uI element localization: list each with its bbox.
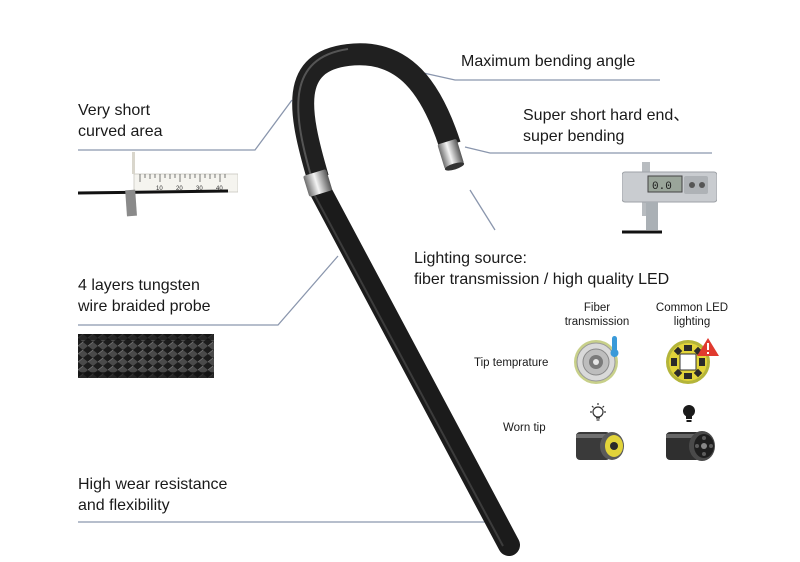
leader-line-super-short xyxy=(464,146,712,154)
callout-wear-line1: High wear resistance xyxy=(78,476,228,493)
column-header-led-line1: Common LED xyxy=(655,302,729,314)
callout-super-short-line2: super bending xyxy=(523,128,625,145)
ruler-photo: 10 20 30 40 xyxy=(77,152,239,224)
column-header-fiber-line1: Fiber xyxy=(583,302,611,314)
leader-line-lighting xyxy=(469,189,496,231)
fiber-tip-temperature-icon xyxy=(572,334,624,386)
caliper-reading: 0.0 xyxy=(652,181,672,193)
caliper-photo: 0.0 xyxy=(621,160,718,238)
callout-tungsten-line1: 4 layers tungsten xyxy=(78,277,200,294)
callout-super-short-line1: Super short hard end、 xyxy=(523,107,690,124)
row-label-worn-tip: Worn tip xyxy=(503,422,546,434)
callout-lighting-line2: fiber transmission / high quality LED xyxy=(414,271,670,288)
braided-probe-photo xyxy=(78,334,214,378)
callout-max-bending: Maximum bending angle xyxy=(461,53,636,70)
row-label-tip-temp: Tip temprature xyxy=(474,357,549,369)
flexible-bend-section xyxy=(292,43,461,182)
ruler-tick-20: 20 xyxy=(176,186,183,192)
led-worn-tip-photo xyxy=(664,426,720,466)
lightbulb-off-icon xyxy=(681,404,697,424)
column-header-fiber-line2: transmission xyxy=(564,316,630,328)
lightbulb-on-icon xyxy=(588,402,608,424)
callout-tungsten-line2: wire braided probe xyxy=(78,298,211,315)
callout-very-short-line2: curved area xyxy=(78,123,163,140)
callout-wear-line2: and flexibility xyxy=(78,497,170,514)
callout-very-short-line1: Very short xyxy=(78,102,151,119)
callout-lighting-line1: Lighting source: xyxy=(414,250,527,267)
led-tip-temperature-icon xyxy=(662,334,720,386)
ruler-tick-40: 40 xyxy=(216,186,223,192)
ruler-tick-10: 10 xyxy=(156,186,163,192)
ruler-tick-30: 30 xyxy=(196,186,203,192)
camera-tip xyxy=(437,139,465,171)
joint-collar xyxy=(303,169,332,197)
fiber-worn-tip-photo xyxy=(574,426,628,466)
column-header-led-line2: lighting xyxy=(673,316,711,328)
